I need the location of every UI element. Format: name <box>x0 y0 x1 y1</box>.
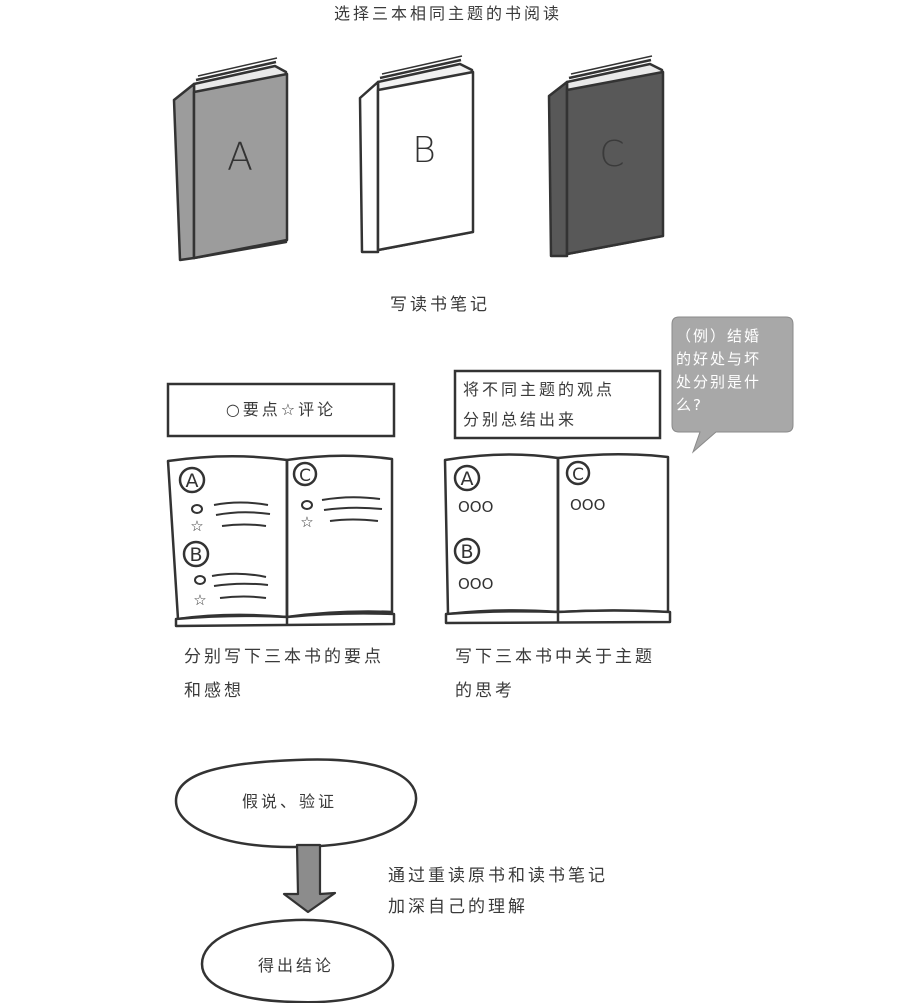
right-notebook-caption: 写下三本书中关于主题 的思考 <box>455 640 655 708</box>
right-caption-line-2: 的思考 <box>455 681 515 701</box>
book-c-letter: C <box>599 134 624 175</box>
example-bubble-line-1: （例）结婚 <box>676 327 762 345</box>
example-bubble-line-2: 的好处与坏 <box>676 350 762 368</box>
right-page-letter-a: A <box>461 468 474 490</box>
left-caption-line-2: 和感想 <box>184 681 244 701</box>
left-note-box-label: ○要点☆评论 <box>225 400 337 419</box>
step-notes-heading: 写读书笔记 <box>390 295 490 315</box>
book-b-letter: B <box>412 130 436 171</box>
book-a-letter: A <box>227 135 253 179</box>
flow-note-line-2: 加深自己的理解 <box>388 897 528 917</box>
left-page-letter-c: C <box>299 466 311 486</box>
right-note-box <box>453 369 662 440</box>
example-bubble-text: （例）结婚 的好处与坏 处分别是什 么? <box>676 325 761 417</box>
example-bubble-line-3: 处分别是什 <box>676 373 762 391</box>
right-note-box-text: 将不同主题的观点 分别总结出来 <box>463 375 615 435</box>
right-note-box-line-1: 将不同主题的观点 <box>463 380 616 399</box>
left-notebook-caption: 分别写下三本书的要点 和感想 <box>184 640 384 708</box>
right-page-letter-b: B <box>460 541 473 563</box>
right-page-letter-c: C <box>572 465 584 485</box>
conclusion-node <box>200 918 395 1003</box>
svg-text:☆: ☆ <box>300 513 313 531</box>
right-caption-line-1: 写下三本书中关于主题 <box>455 647 655 667</box>
conclusion-node-label: 得出结论 <box>258 956 335 975</box>
right-page-marks-a: OOO <box>458 498 493 516</box>
book-a <box>172 57 289 262</box>
svg-text:☆: ☆ <box>190 517 203 535</box>
flow-note-line-1: 通过重读原书和读书笔记 <box>388 866 608 886</box>
title: 选择三本相同主题的书阅读 <box>334 4 563 23</box>
right-notebook <box>443 452 672 625</box>
left-caption-line-1: 分别写下三本书的要点 <box>184 647 384 667</box>
hypothesis-node-label: 假说、验证 <box>242 792 338 811</box>
left-page-letter-a: A <box>186 470 199 492</box>
right-page-marks-c: OOO <box>570 496 605 514</box>
book-b <box>358 55 475 254</box>
book-c <box>547 55 665 258</box>
example-speech-bubble <box>671 316 794 454</box>
svg-text:☆: ☆ <box>193 591 206 609</box>
flow-note: 通过重读原书和读书笔记 加深自己的理解 <box>388 861 608 923</box>
flow-arrow <box>282 843 337 914</box>
left-page-letter-b: B <box>189 544 202 566</box>
example-bubble-line-4: 么? <box>676 396 703 414</box>
left-note-box <box>166 382 396 438</box>
right-page-marks-b: OOO <box>458 575 493 593</box>
left-notebook: ☆ ☆ ☆ <box>166 454 396 628</box>
right-note-box-line-2: 分别总结出来 <box>463 410 578 429</box>
